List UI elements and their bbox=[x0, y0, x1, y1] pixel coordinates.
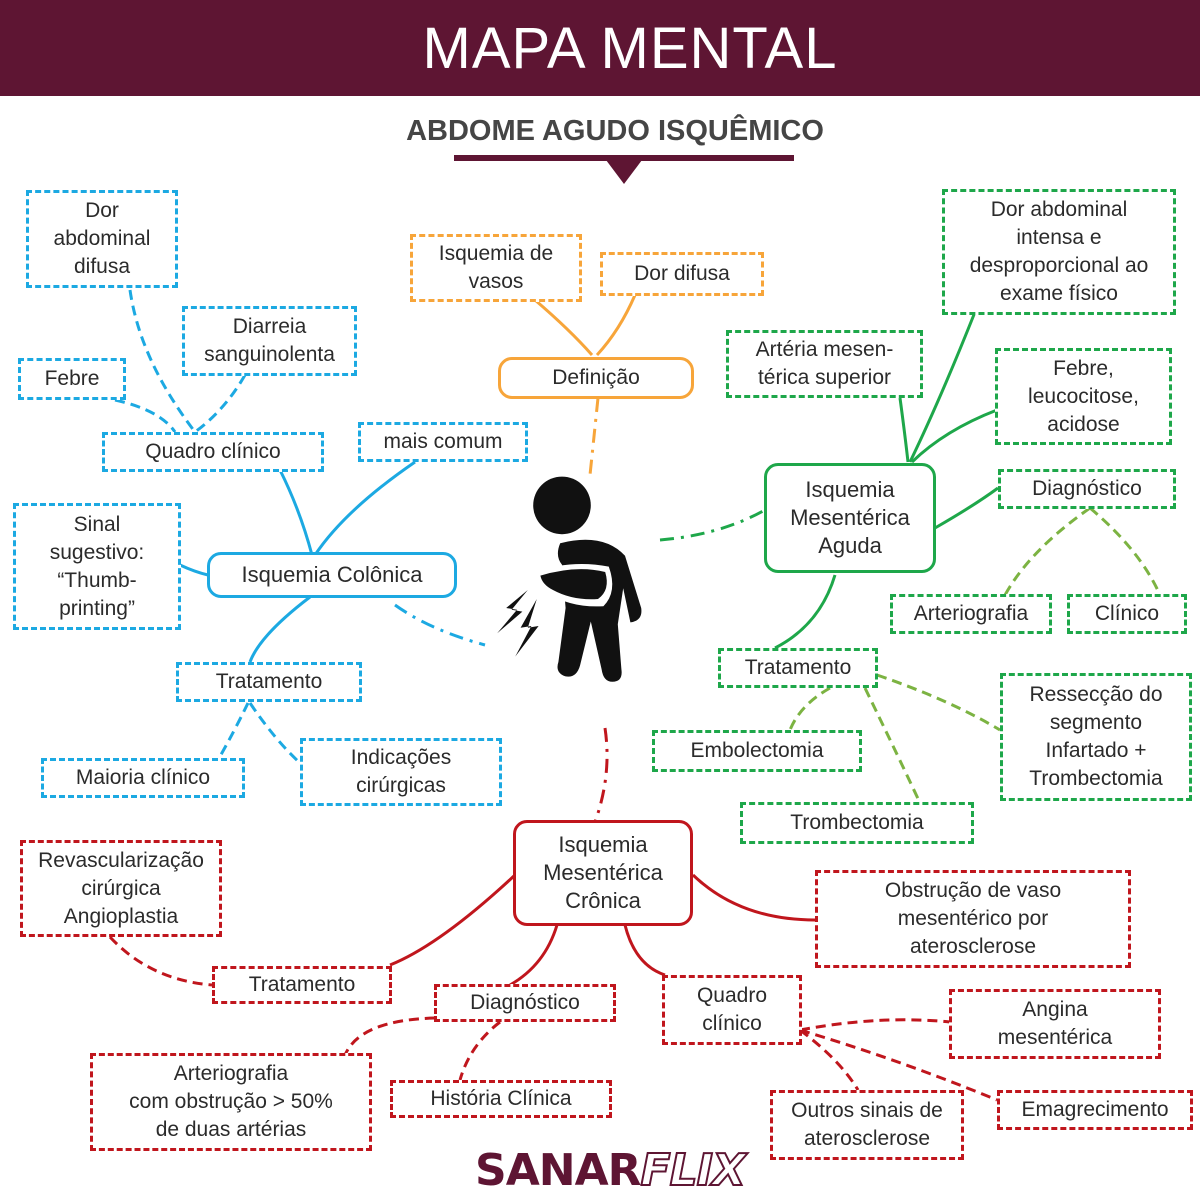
colonica-mais-comum: mais comum bbox=[358, 422, 528, 462]
aguda-diagnostico-item-arteriografia: Arteriografia bbox=[890, 594, 1052, 634]
aguda-item-arteria: Artéria mesen- térica superior bbox=[726, 330, 923, 398]
cronica-tratamento-node: Tratamento bbox=[212, 966, 392, 1004]
aguda-tratamento-node: Tratamento bbox=[718, 648, 878, 688]
link-definicao bbox=[588, 397, 600, 476]
colonica-node: Isquemia Colônica bbox=[207, 552, 457, 598]
colonica-quadro-item-dor: Dor abdominal difusa bbox=[26, 190, 178, 288]
aguda-tratamento-item-embolectomia: Embolectomia bbox=[652, 730, 862, 772]
cronica-obstrucao: Obstrução de vaso mesentérico por ateros… bbox=[815, 870, 1131, 968]
aguda-tratamento-item-resseccao: Ressecção do segmento Infartado + Trombe… bbox=[1000, 673, 1192, 801]
cronica-quadro-item-angina: Angina mesentérica bbox=[949, 989, 1161, 1059]
cronica-quadro-node: Quadro clínico bbox=[662, 975, 802, 1045]
cronica-quadro-item-outros: Outros sinais de aterosclerose bbox=[770, 1090, 964, 1160]
cronica-diagnostico-node: Diagnóstico bbox=[434, 984, 616, 1022]
aguda-item-febre: Febre, leucocitose, acidose bbox=[995, 348, 1172, 445]
aguda-diagnostico-node: Diagnóstico bbox=[998, 469, 1176, 509]
definicao-node: Definição bbox=[498, 357, 694, 399]
cronica-diagnostico-item-historia: História Clínica bbox=[390, 1080, 612, 1118]
colonica-sinal-sugestivo: Sinal sugestivo: “Thumb- printing” bbox=[13, 503, 181, 630]
aguda-tratamento-item-trombectomia: Trombectomia bbox=[740, 802, 974, 844]
colonica-quadro-item-diarreia: Diarreia sanguinolenta bbox=[182, 306, 357, 376]
link-cronica bbox=[593, 727, 609, 823]
cronica-tratamento-item: Revascularização cirúrgica Angioplastia bbox=[20, 840, 222, 937]
subtitle-arrow-icon bbox=[606, 160, 642, 184]
colonica-quadro-item-febre: Febre bbox=[18, 358, 126, 400]
person-abdominal-pain-icon bbox=[497, 476, 642, 682]
link-colonica bbox=[394, 603, 486, 647]
cronica-diagnostico-item-arteriografia: Arteriografia com obstrução > 50% de dua… bbox=[90, 1053, 372, 1151]
colonica-tratamento-item-clinico: Maioria clínico bbox=[41, 758, 245, 798]
definicao-item-dor: Dor difusa bbox=[600, 252, 764, 296]
subtitle-underline bbox=[454, 155, 794, 161]
colonica-tratamento-node: Tratamento bbox=[176, 662, 362, 702]
aguda-diagnostico-item-clinico: Clínico bbox=[1067, 594, 1187, 634]
colonica-quadro-node: Quadro clínico bbox=[102, 432, 324, 472]
header-bar bbox=[0, 0, 1200, 96]
page-title: MAPA MENTAL bbox=[422, 16, 838, 81]
colonica-tratamento-item-cirurgicas: Indicações cirúrgicas bbox=[300, 738, 502, 806]
cronica-quadro-item-emagrecimento: Emagrecimento bbox=[997, 1090, 1193, 1130]
cronica-node: Isquemia Mesentérica Crônica bbox=[513, 820, 693, 926]
aguda-node: Isquemia Mesentérica Aguda bbox=[764, 463, 936, 573]
aguda-item-dor-abdominal: Dor abdominal intensa e desproporcional … bbox=[942, 189, 1176, 315]
sanarflix-logo: SANARFLIX bbox=[475, 1144, 747, 1197]
definicao-item-isquemia: Isquemia de vasos bbox=[410, 234, 582, 302]
page-subtitle: ABDOME AGUDO ISQUÊMICO bbox=[406, 115, 824, 147]
link-aguda bbox=[659, 508, 766, 542]
